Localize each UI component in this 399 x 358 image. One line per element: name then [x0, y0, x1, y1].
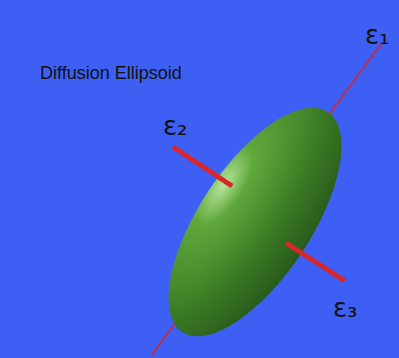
- axis-label: ε₁: [365, 22, 389, 48]
- second-axis: [173, 147, 232, 186]
- diagram-title: Diffusion Ellipsoid: [40, 64, 182, 82]
- diffusion-ellipsoid: [135, 81, 374, 358]
- axis-label: ε₃: [333, 295, 357, 321]
- axis-label: ε₂: [163, 113, 187, 139]
- third-axis: [286, 243, 345, 281]
